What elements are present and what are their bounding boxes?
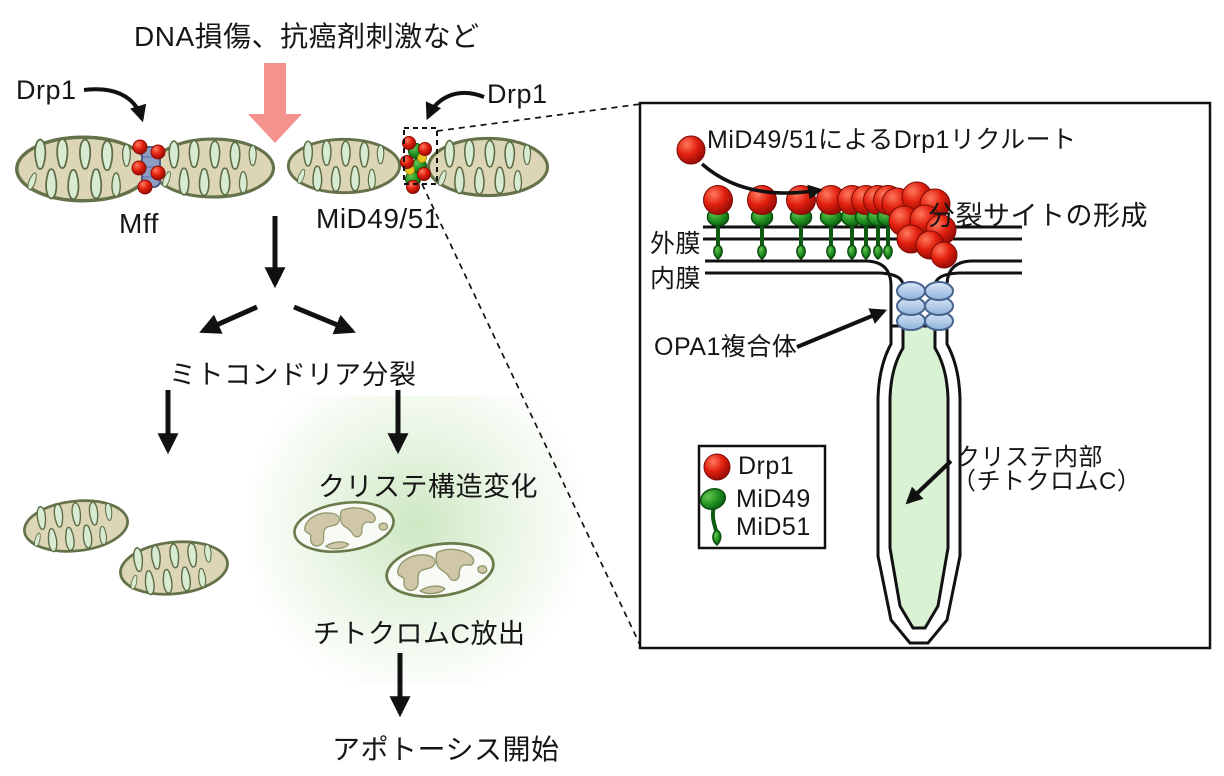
recruit-arrow (700, 162, 823, 200)
cristae-change-label: クリステ構造変化 (318, 472, 538, 502)
legend-mid49-label: MiD49 (736, 485, 811, 513)
arrow-branch-left (199, 304, 259, 334)
drp1-cluster (881, 181, 958, 269)
opa1-pointer-arrow (796, 308, 888, 349)
mff-label: Mff (119, 208, 159, 239)
cytochrome-release-label: チトクロムC放出 (313, 619, 526, 649)
mff-drp1-constriction (131, 139, 166, 195)
drp1-legend-icon (703, 453, 731, 481)
legend-box (697, 444, 827, 550)
drp1-right-label: Drp1 (487, 79, 548, 109)
flow-arrows (157, 216, 411, 718)
outer-membrane-lines (703, 225, 1022, 241)
cristae-interior-label-1: クリステ内部 (956, 444, 1103, 471)
fragmented-mitochondria (22, 496, 230, 599)
opa1-complex-label: OPA1複合体 (654, 333, 798, 361)
apoptotic-mitochondria (289, 494, 499, 605)
legend-drp1-label: Drp1 (738, 452, 795, 480)
mid-legend-icon (699, 487, 727, 547)
arrow-branch-right (293, 304, 356, 335)
cristae-interior-label-2: （チトクロムC） (952, 468, 1142, 495)
stimulus-label: DNA損傷、抗癌剤刺激など (134, 21, 480, 52)
outer-membrane-label: 外膜 (650, 230, 702, 258)
zoom-connector-bottom (421, 183, 642, 648)
mid49-51-label: MiD49/51 (316, 203, 440, 234)
inner-membrane-label: 内膜 (650, 265, 702, 293)
fission-site-label: 分裂サイトの形成 (928, 201, 1148, 231)
drp1-free-ball (676, 135, 706, 165)
mid-drp1-constriction (400, 136, 432, 194)
zoom-connector-top (436, 103, 642, 132)
recruit-label: MiD49/51によるDrp1リクルート (707, 126, 1077, 154)
stimulus-arrow (248, 63, 302, 143)
apoptosis-start-label: アポトーシス開始 (332, 734, 560, 765)
mito-fission-label: ミトコンドリア分裂 (169, 360, 417, 390)
crista-sac (876, 324, 962, 645)
legend-mid51-label: MiD51 (736, 513, 811, 541)
opa1-complex (896, 281, 954, 331)
cristae-interior-pointer-arrow (905, 459, 953, 505)
drp1-left-label: Drp1 (16, 75, 77, 105)
drp1-pointer-arrows (83, 87, 485, 123)
